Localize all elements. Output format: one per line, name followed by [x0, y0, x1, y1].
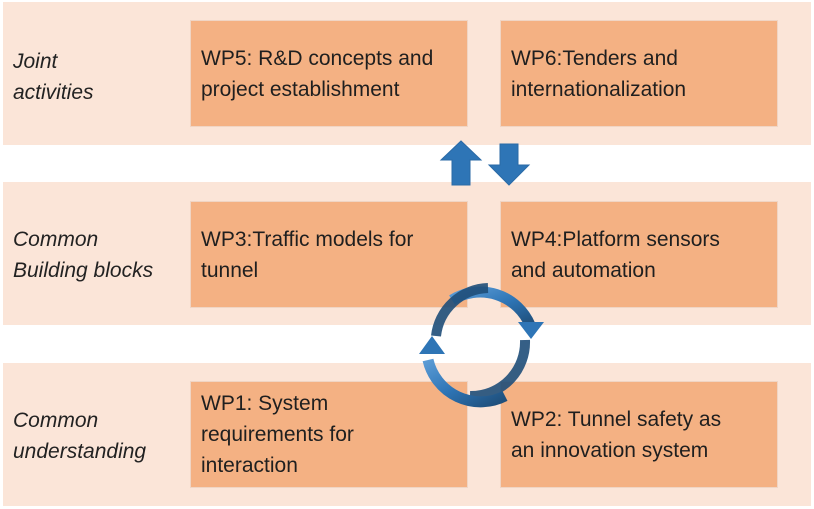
- row-label-common-building-blocks: Common Building blocks: [13, 228, 154, 282]
- row-label-common-understanding: Common understanding: [13, 409, 147, 463]
- row-label-joint-activities: Joint activities: [13, 50, 94, 104]
- up-arrow-icon: [439, 140, 483, 186]
- wp1-box: WP1: System requirements for interaction: [190, 381, 468, 488]
- wp4-box: WP4:Platform sensors and automation: [500, 201, 778, 308]
- wp6-box: WP6:Tenders and internationalization: [500, 20, 778, 127]
- wp5-box: WP5: R&D concepts and project establishm…: [190, 20, 468, 127]
- down-arrow-icon: [487, 143, 531, 186]
- wp3-box: WP3:Traffic models for tunnel: [190, 201, 468, 308]
- wp2-box: WP2: Tunnel safety as an innovation syst…: [500, 381, 778, 488]
